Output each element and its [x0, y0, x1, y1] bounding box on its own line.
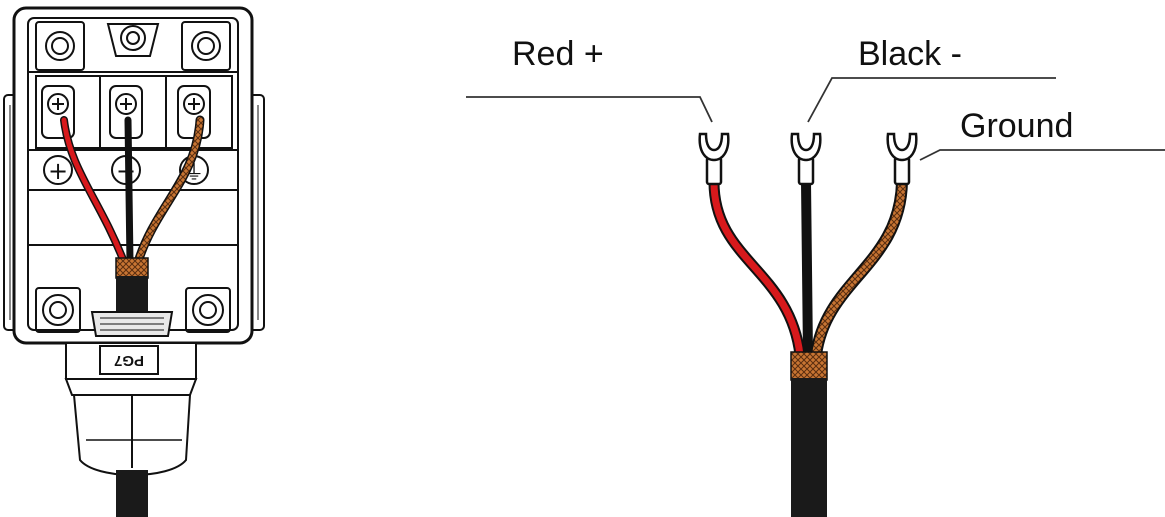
ground-label: Ground	[960, 107, 1073, 145]
box-shield-braid	[115, 257, 149, 279]
red-leader-line	[466, 96, 713, 123]
black-fork-terminal	[790, 132, 822, 186]
ground-fork-terminal	[886, 132, 918, 186]
shield-braid	[790, 351, 828, 381]
cable-wires	[708, 176, 908, 361]
cable-jacket	[791, 378, 827, 517]
leader-lines	[466, 77, 1165, 161]
black-negative-label: Black -	[858, 35, 962, 73]
black-wire	[801, 177, 813, 360]
positive-terminal-symbol: +	[48, 157, 68, 185]
box-cable-jacket	[116, 276, 148, 316]
cable-gland	[64, 311, 198, 476]
gland-label: PG7	[114, 352, 144, 369]
red-fork-terminal	[698, 132, 730, 186]
box-black-wire	[124, 116, 134, 266]
red-positive-label: Red +	[512, 35, 604, 73]
box-wires	[60, 115, 205, 267]
box-cable-exit	[116, 470, 148, 517]
terminal-screws	[41, 85, 211, 139]
black-leader-line	[807, 77, 1056, 123]
ground-leader-line	[919, 149, 1165, 161]
fork-terminals	[698, 132, 918, 186]
ground-wire	[810, 176, 908, 361]
